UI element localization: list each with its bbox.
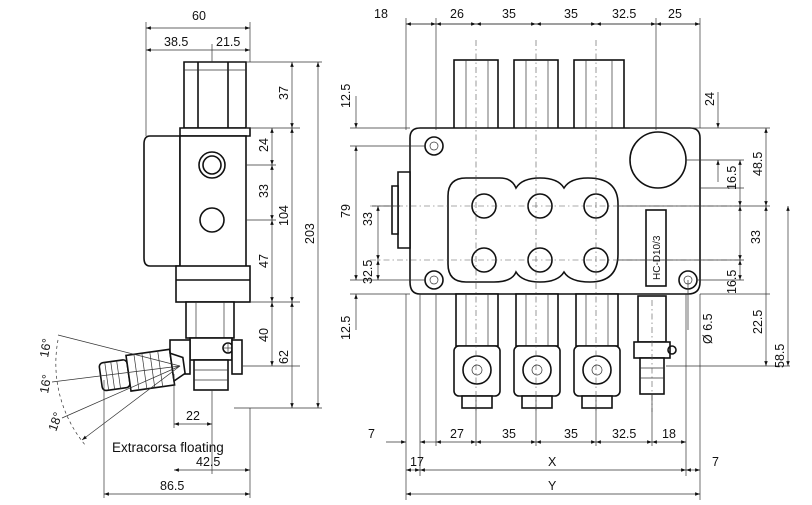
- lever-angle-arcs: [51, 334, 181, 447]
- side-view: 16° 16° 18° Extracorsa floating 60 38.5 …: [37, 9, 322, 498]
- dim-x-left: 17: [410, 455, 424, 469]
- dim-bottom-5: 32.5: [612, 427, 636, 441]
- dim-side-port1: 24: [257, 138, 271, 152]
- dim-side-22: 22: [186, 409, 200, 423]
- dim-side-86-5: 86.5: [160, 479, 184, 493]
- dim-right-16-5b: 16.5: [725, 270, 739, 294]
- dim-left-height: 79: [339, 204, 353, 218]
- dim-side-width-total: 60: [192, 9, 206, 23]
- dim-bottom-2: 27: [450, 427, 464, 441]
- dim-top-4: 35: [564, 7, 578, 21]
- dim-top-2: 26: [450, 7, 464, 21]
- spools-bottom: [453, 293, 677, 409]
- dim-top-1: 18: [374, 7, 388, 21]
- dim-left-bottom: 12.5: [339, 316, 353, 340]
- dim-side-port2: 33: [257, 184, 271, 198]
- angle-label-2: 16°: [37, 373, 54, 394]
- dim-x: X: [548, 455, 557, 469]
- dim-hole-diameter: Ø 6.5: [701, 313, 715, 344]
- dim-top-3: 35: [502, 7, 516, 21]
- dim-right-58-5: 58.5: [773, 344, 787, 368]
- dim-top-5: 32.5: [612, 7, 636, 21]
- dim-bottom-3: 35: [502, 427, 516, 441]
- valve-body-front: HC-D10/3: [391, 127, 701, 295]
- angle-label-1: 16°: [37, 337, 54, 358]
- dim-side-bottom: 62: [277, 350, 291, 364]
- dim-side-total: 203: [303, 223, 317, 244]
- dim-side-width-left: 38.5: [164, 35, 188, 49]
- model-tag: HC-D10/3: [652, 235, 663, 280]
- spool-cap-top: [179, 61, 251, 137]
- dim-side-mid: 47: [257, 254, 271, 268]
- dim-y: Y: [548, 479, 557, 493]
- dim-right-33: 33: [749, 230, 763, 244]
- dim-left-lower: 32.5: [361, 260, 375, 284]
- dim-left-top: 12.5: [339, 84, 353, 108]
- dim-right-16-5a: 16.5: [725, 166, 739, 190]
- angle-label-3: 18°: [46, 410, 66, 433]
- dim-bottom-6: 18: [662, 427, 676, 441]
- spool-caps-top: [453, 59, 625, 131]
- floating-label: Extracorsa floating: [112, 440, 224, 455]
- dim-side-top: 37: [277, 86, 291, 100]
- dim-side-span: 104: [277, 205, 291, 226]
- dim-side-42-5: 42.5: [196, 455, 220, 469]
- dim-left-upper: 33: [361, 212, 375, 226]
- dim-right-22-5: 22.5: [751, 310, 765, 334]
- dim-x-right: 7: [712, 455, 719, 469]
- dim-bottom-1: 7: [368, 427, 375, 441]
- dim-side-width-right: 21.5: [216, 35, 240, 49]
- dim-right-24: 24: [703, 92, 717, 106]
- valve-body-side: [143, 135, 251, 303]
- dim-side-lower: 40: [257, 328, 271, 342]
- front-view: HC-D10/3: [339, 7, 790, 500]
- dim-bottom-4: 35: [564, 427, 578, 441]
- dim-right-48-5: 48.5: [751, 152, 765, 176]
- dim-top-6: 25: [668, 7, 682, 21]
